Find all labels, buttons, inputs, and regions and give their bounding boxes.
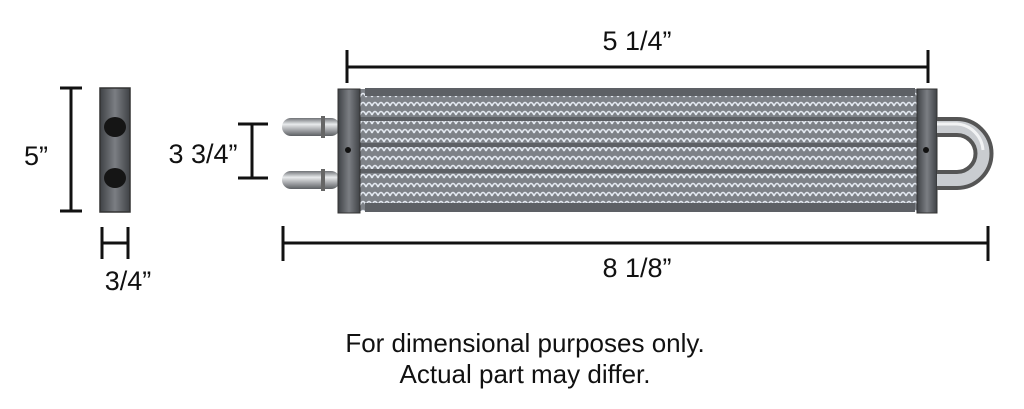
core-length-label: 5 1/4”	[602, 26, 671, 56]
side-view: 5” 3/4”	[24, 86, 152, 296]
port-hole	[104, 117, 126, 137]
inlet-tube	[282, 118, 340, 136]
cooler-front-view	[282, 88, 994, 214]
width-label: 3/4”	[105, 266, 152, 296]
height-label: 5”	[24, 141, 48, 171]
outlet-tube	[282, 171, 340, 189]
overall-length-dimension-line	[281, 226, 990, 261]
core-length-dimension-line	[345, 50, 930, 83]
port-spacing-label: 3 3/4”	[168, 139, 237, 169]
height-dimension-line	[60, 86, 82, 213]
width-dimension-line	[100, 227, 130, 259]
port-spacing-dimension-line	[238, 122, 268, 180]
port-hole	[104, 168, 126, 188]
disclaimer-line-1: For dimensional purposes only.	[345, 328, 704, 358]
cooler-core	[358, 89, 920, 211]
side-tank	[99, 87, 131, 213]
overall-length-label: 8 1/8”	[602, 253, 671, 283]
disclaimer-line-2: Actual part may differ.	[400, 359, 651, 389]
